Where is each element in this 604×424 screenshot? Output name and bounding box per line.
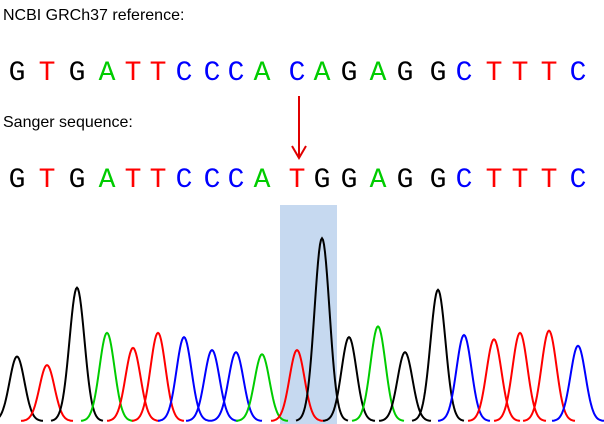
base-letter: C	[569, 165, 587, 196]
base-letter: T	[540, 165, 558, 196]
base-letter: G	[8, 58, 26, 89]
base-letter: T	[38, 165, 56, 196]
base-letter: T	[485, 58, 503, 89]
base-letter: G	[340, 165, 358, 196]
base-letter: G	[68, 165, 86, 196]
base-letter: G	[313, 165, 331, 196]
peak-G	[411, 288, 465, 422]
base-letter: T	[288, 165, 306, 196]
base-letter: T	[124, 58, 142, 89]
peak-T	[522, 329, 576, 422]
peak-A	[80, 331, 134, 422]
peak-G	[295, 236, 349, 422]
base-letter: C	[203, 165, 221, 196]
base-letter: T	[485, 165, 503, 196]
base-letter: G	[8, 165, 26, 196]
base-letter: A	[313, 58, 331, 89]
peak-C	[209, 351, 263, 422]
base-letter: T	[149, 165, 167, 196]
base-letter: C	[175, 58, 193, 89]
base-letter: T	[124, 165, 142, 196]
base-letter: A	[253, 165, 271, 196]
base-letter: A	[98, 58, 116, 89]
base-letter: G	[396, 165, 414, 196]
peak-C	[185, 348, 239, 422]
base-letter: T	[540, 58, 558, 89]
base-letter: G	[340, 58, 358, 89]
base-letter: C	[288, 58, 306, 89]
base-letter: C	[455, 58, 473, 89]
peak-T	[467, 338, 521, 422]
peak-G	[322, 335, 376, 422]
chromatogram	[0, 205, 604, 424]
base-letter: C	[569, 58, 587, 89]
peak-T	[493, 331, 547, 422]
base-letter: A	[369, 165, 387, 196]
peak-C	[157, 335, 211, 422]
base-letter: A	[369, 58, 387, 89]
base-letter: C	[203, 58, 221, 89]
peak-C	[551, 344, 604, 422]
base-letter: G	[396, 58, 414, 89]
base-letter: T	[38, 58, 56, 89]
peak-G	[50, 286, 104, 422]
peak-T	[106, 346, 160, 422]
peak-T	[20, 363, 74, 422]
base-letter: T	[149, 58, 167, 89]
base-letter: C	[455, 165, 473, 196]
base-letter: G	[429, 165, 447, 196]
base-letter: C	[227, 165, 245, 196]
sanger-label: Sanger sequence:	[3, 114, 133, 131]
peak-G	[0, 355, 43, 422]
peak-A	[351, 325, 405, 422]
base-letter: T	[511, 165, 529, 196]
peak-G	[378, 351, 432, 422]
base-letter: T	[511, 58, 529, 89]
variant-arrow-icon	[291, 96, 307, 160]
peak-T	[131, 331, 185, 422]
reference-label: NCBI GRCh37 reference:	[3, 7, 185, 24]
base-letter: A	[253, 58, 271, 89]
base-letter: G	[429, 58, 447, 89]
base-letter: C	[227, 58, 245, 89]
base-letter: C	[175, 165, 193, 196]
base-letter: G	[68, 58, 86, 89]
peak-T	[270, 348, 324, 422]
peak-C	[437, 333, 491, 422]
base-letter: A	[98, 165, 116, 196]
